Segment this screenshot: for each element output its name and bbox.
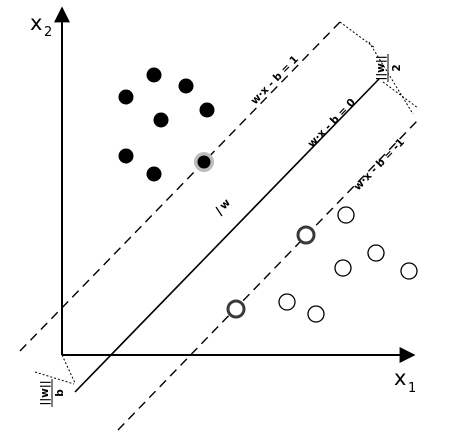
upper-margin-line [19, 21, 341, 352]
support-vector-positive [197, 155, 211, 169]
middle-equation: w·x - b = 0 [306, 96, 358, 150]
normal-vector-label: w [218, 197, 234, 213]
filled-point [118, 89, 134, 105]
upper-equation: w·x - b = 1 [249, 53, 301, 107]
support-vector-negative [296, 225, 316, 245]
support-vector-negative [226, 299, 246, 319]
margin-fraction: ||w|| 2 [375, 54, 403, 82]
filled-point [178, 78, 194, 94]
offset-numerator: b [54, 389, 66, 397]
filled-point [118, 148, 134, 164]
hollow-point [367, 244, 385, 262]
filled-point [153, 112, 169, 128]
lower-margin-line [117, 119, 419, 431]
axes: x 2 x 1 [30, 6, 416, 396]
hollow-point [307, 305, 325, 323]
filled-point [199, 102, 215, 118]
normal-vector: w [215, 197, 234, 217]
hollow-point [400, 262, 418, 280]
hollow-point [334, 259, 352, 277]
filled-point [146, 166, 162, 182]
margin-denominator: ||w|| [375, 55, 387, 80]
positive-class-points [118, 67, 215, 182]
margin-numerator: 2 [391, 64, 403, 71]
hyperplanes [19, 21, 419, 431]
negative-class-points [226, 206, 418, 323]
y-axis-label: x [30, 11, 42, 35]
offset-fraction: ||w|| b [39, 379, 66, 407]
margin-indicator [339, 21, 419, 115]
hollow-point [337, 206, 355, 224]
decision-boundary [74, 78, 380, 393]
offset-indicator [34, 354, 76, 385]
x-axis-label: x [394, 366, 406, 390]
offset-denominator: ||w|| [39, 380, 51, 405]
filled-point [146, 67, 162, 83]
hollow-point [278, 293, 296, 311]
x-axis-subscript: 1 [408, 381, 416, 396]
y-axis-subscript: 2 [44, 25, 52, 40]
lower-equation: w·x - b = -1 [352, 136, 407, 193]
